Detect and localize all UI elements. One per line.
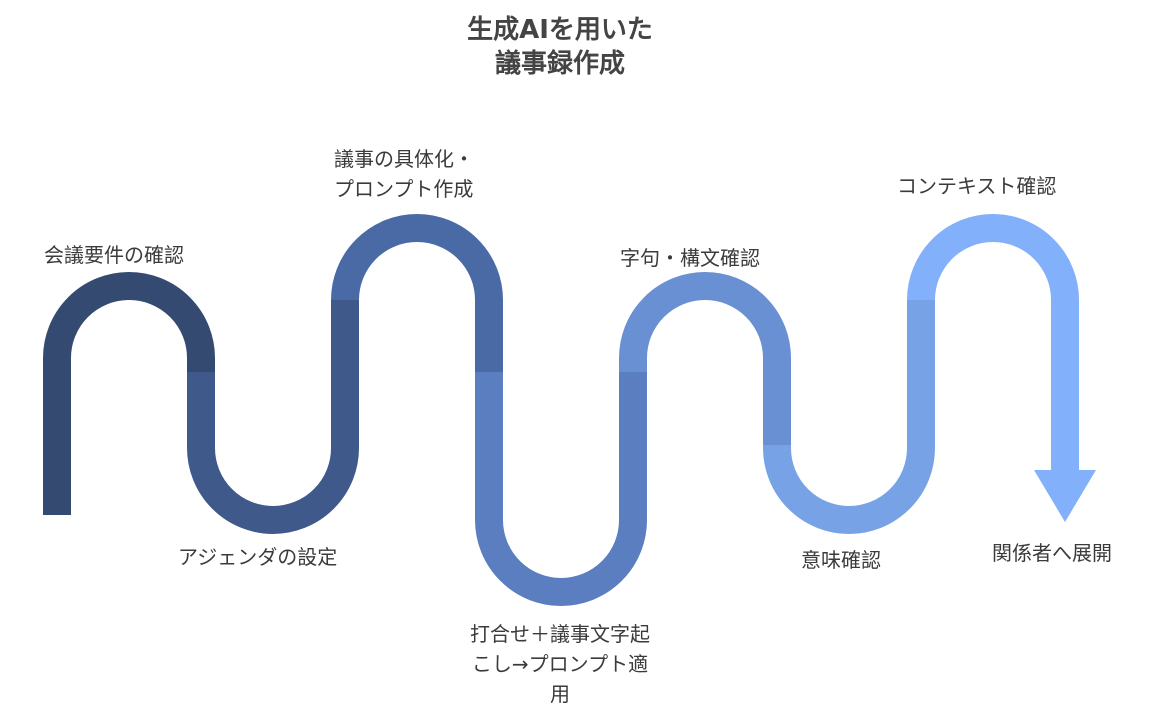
path-segment-4 — [475, 372, 647, 606]
step-label-1: 会議要件の確認 — [44, 243, 184, 267]
arrow-head-icon — [1034, 470, 1096, 522]
path-segment-3 — [331, 214, 503, 372]
diagram-title-line1: 生成AIを用いた — [467, 15, 653, 45]
diagram-title-line2: 議事録作成 — [494, 49, 625, 79]
path-segment-2 — [187, 300, 359, 534]
step-label-5: 字句・構文確認 — [620, 246, 760, 270]
step-label-8: 関係者へ展開 — [992, 541, 1112, 565]
step-label-4: 打合せ＋議事文字起 こし→プロンプト適 用 — [452, 619, 668, 709]
step-label-4-line2: こし→プロンプト適 — [471, 652, 649, 676]
step-label-2: アジェンダの設定 — [178, 545, 338, 569]
path-segment-7 — [907, 214, 1079, 472]
step-label-3: 議事の具体化・ プロンプト作成 — [334, 144, 474, 204]
step-label-7: コンテキスト確認 — [897, 174, 1057, 198]
step-label-3-line2: プロンプト作成 — [334, 177, 474, 201]
step-label-3-line1: 議事の具体化・ — [334, 147, 474, 171]
step-label-6: 意味確認 — [801, 548, 881, 572]
path-segment-6 — [763, 300, 935, 534]
step-label-4-line1: 打合せ＋議事文字起 — [470, 622, 650, 646]
path-segment-1 — [43, 272, 215, 515]
step-label-4-line3: 用 — [550, 682, 570, 706]
path-segment-5 — [619, 272, 791, 445]
